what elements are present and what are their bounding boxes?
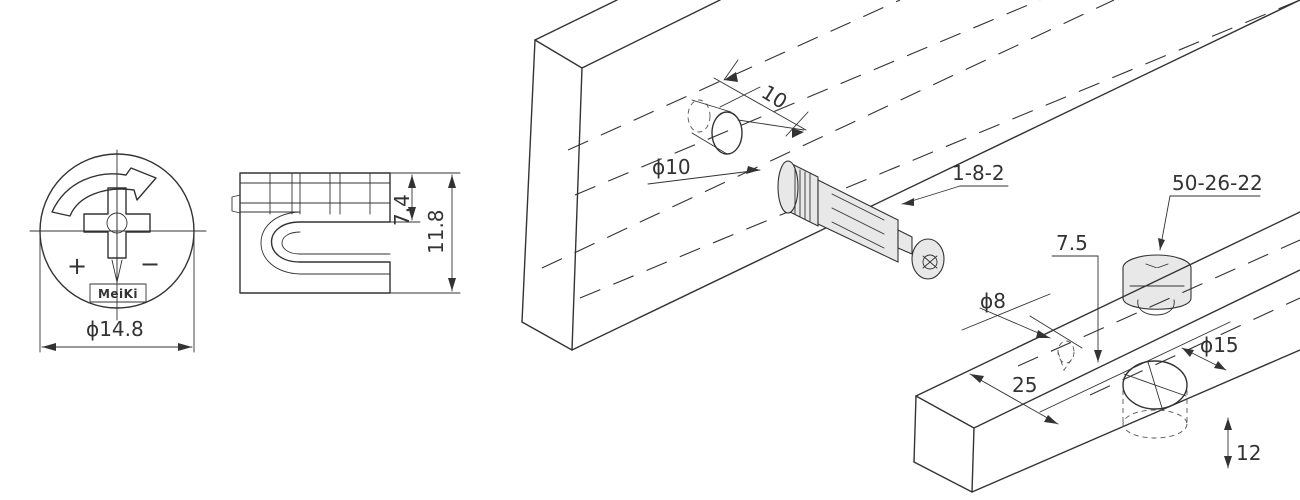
arrowhead bbox=[408, 207, 416, 220]
bore-small-label: ϕ8 bbox=[980, 289, 1006, 313]
arrowhead bbox=[1224, 418, 1232, 430]
arrowhead bbox=[1044, 415, 1058, 424]
depth-label: 12 bbox=[1236, 441, 1261, 465]
arrowhead bbox=[42, 343, 56, 351]
arrowhead bbox=[1094, 350, 1102, 362]
arrowhead bbox=[724, 72, 738, 82]
bore-large-label: ϕ15 bbox=[1200, 333, 1239, 357]
large-bore: ϕ15 bbox=[1122, 333, 1239, 439]
dim-inner-label: 7.4 bbox=[390, 194, 414, 226]
hole-diameter-label: ϕ10 bbox=[652, 155, 691, 179]
minus-label: − bbox=[140, 250, 160, 278]
phillips-slot-icon bbox=[83, 187, 151, 259]
cam-front-view: + − MeiKi ϕ14.8 bbox=[29, 149, 207, 353]
arrowhead bbox=[902, 198, 914, 206]
arrowhead bbox=[970, 374, 984, 383]
arrowhead bbox=[1214, 361, 1226, 370]
small-bore: ϕ8 bbox=[961, 289, 1083, 371]
arrowhead bbox=[178, 343, 192, 351]
cam-side-view: 7.4 11.8 bbox=[231, 172, 461, 294]
spacing-label: 25 bbox=[1012, 373, 1037, 397]
connecting-bolt bbox=[777, 160, 945, 280]
rotation-arrow-icon bbox=[51, 167, 157, 217]
bolt-part-label: 1-8-2 bbox=[952, 161, 1005, 185]
lower-board bbox=[913, 211, 1300, 493]
dim-outer-label: 11.8 bbox=[424, 209, 448, 254]
diameter-label: ϕ14.8 bbox=[86, 317, 144, 341]
spacing-line bbox=[969, 373, 1059, 425]
brand-logo: MeiKi bbox=[98, 287, 138, 301]
hole-width-label: 10 bbox=[757, 80, 791, 114]
arrowhead bbox=[448, 278, 456, 291]
arrowhead bbox=[408, 175, 416, 188]
arrowhead bbox=[1158, 238, 1165, 250]
arrowhead bbox=[792, 128, 804, 138]
arrowhead bbox=[1224, 456, 1232, 468]
offset-label: 7.5 bbox=[1056, 231, 1088, 255]
arrowhead bbox=[448, 175, 456, 188]
arrowhead bbox=[746, 166, 760, 174]
cam-lock-fitting bbox=[1122, 254, 1192, 316]
arrowhead bbox=[1182, 348, 1194, 357]
cam-part-label: 50-26-22 bbox=[1172, 171, 1263, 195]
upper-board bbox=[521, 0, 1300, 351]
arrowhead bbox=[1036, 330, 1050, 338]
plus-label: + bbox=[67, 252, 87, 280]
